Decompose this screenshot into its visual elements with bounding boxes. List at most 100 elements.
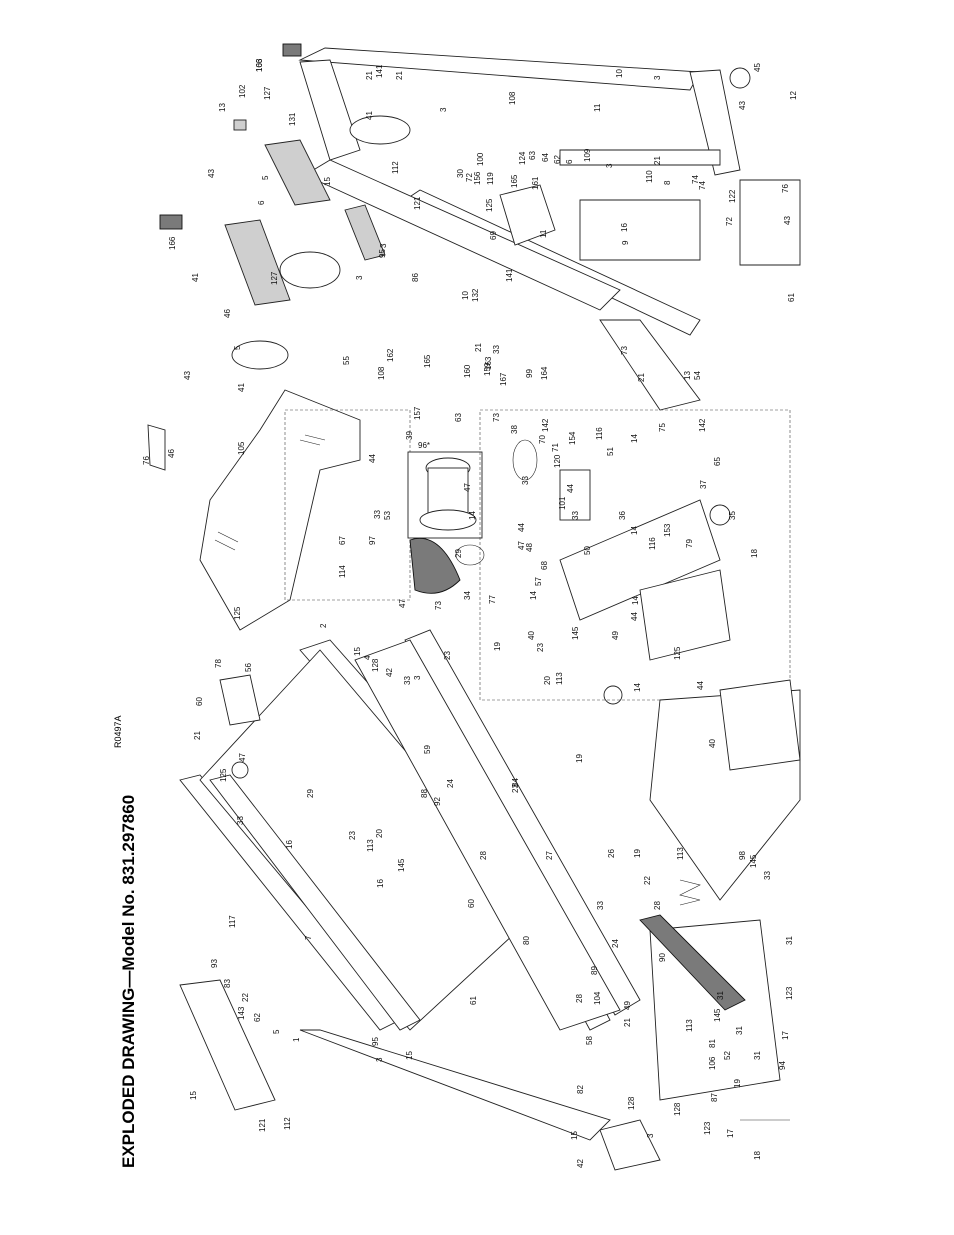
hood-cover-16 bbox=[719, 679, 801, 771]
part-callout: 26 bbox=[607, 849, 616, 858]
part-callout: 30 bbox=[456, 169, 465, 178]
part-callout: 5 bbox=[272, 1029, 281, 1034]
part-callout: 1 bbox=[292, 1037, 301, 1042]
wheel-29-left bbox=[603, 685, 623, 705]
part-callout: 3 bbox=[653, 75, 662, 80]
part-callout: 79 bbox=[685, 539, 694, 548]
part-callout: 73 bbox=[434, 601, 443, 610]
part-callout: 104 bbox=[593, 991, 602, 1005]
part-callout: 83 bbox=[223, 979, 232, 988]
part-callout: 49 bbox=[611, 631, 620, 640]
plate-41-mid bbox=[279, 251, 341, 289]
part-callout: 128 bbox=[673, 1102, 682, 1116]
part-callout: 23 bbox=[348, 831, 357, 840]
part-callout: 42 bbox=[576, 1159, 585, 1168]
part-callout: 113 bbox=[366, 839, 375, 852]
part-callout: 33 bbox=[403, 676, 412, 685]
part-callout: 19 bbox=[493, 642, 502, 651]
part-callout: 121 bbox=[413, 196, 422, 210]
part-callout: 43 bbox=[207, 169, 216, 178]
part-callout: 37 bbox=[699, 480, 708, 489]
leg-76 bbox=[599, 319, 701, 411]
upright-left-bend bbox=[299, 59, 361, 161]
part-callout: 71 bbox=[551, 443, 560, 452]
part-callout: 145 bbox=[749, 854, 758, 868]
part-callout: 103 bbox=[255, 58, 264, 72]
part-callout: 33 bbox=[596, 901, 605, 910]
part-callout: 27 bbox=[545, 851, 554, 860]
part-callout: 61 bbox=[469, 996, 478, 1005]
part-callout: 13 bbox=[218, 103, 227, 112]
part-callout: 89 bbox=[590, 966, 599, 975]
part-callout: 75 bbox=[658, 423, 667, 432]
part-callout: 54 bbox=[693, 371, 702, 380]
handgrip-132 bbox=[224, 219, 291, 306]
part-callout: 33 bbox=[521, 476, 530, 485]
part-callout: 10 bbox=[615, 69, 624, 78]
part-callout: 21 bbox=[365, 71, 374, 80]
part-callout: 102 bbox=[238, 84, 247, 98]
part-callout: 95 bbox=[371, 1037, 380, 1046]
part-callout: 88 bbox=[420, 789, 429, 798]
bracket-105 bbox=[147, 424, 166, 471]
part-callout: 29 bbox=[454, 549, 463, 558]
part-callout: 48 bbox=[525, 543, 534, 552]
part-callout: 22 bbox=[643, 876, 652, 885]
part-callout: 98 bbox=[738, 851, 747, 860]
cross-bar bbox=[559, 149, 721, 166]
part-callout: 70 bbox=[538, 435, 547, 444]
part-callout: 28 bbox=[575, 994, 584, 1003]
part-callout: 2 bbox=[319, 623, 328, 628]
part-callout: 11 bbox=[539, 229, 548, 238]
part-callout: 165 bbox=[423, 354, 432, 368]
lift-frame-79 bbox=[559, 499, 721, 621]
part-callout: 109 bbox=[583, 148, 592, 162]
part-callout: 3 bbox=[355, 275, 364, 280]
upright-frame bbox=[159, 43, 801, 411]
pad-166-left bbox=[159, 214, 183, 230]
part-callout: 47 bbox=[517, 541, 526, 550]
part-callout: 19 bbox=[633, 849, 642, 858]
part-callout: 90 bbox=[658, 953, 667, 962]
hood-63 bbox=[199, 389, 361, 631]
motor-detail: 96* bbox=[407, 441, 483, 539]
part-callout: 80 bbox=[522, 936, 531, 945]
handgrip-131 bbox=[264, 139, 331, 206]
part-callout: 74 bbox=[691, 175, 700, 184]
part-callout: 15 bbox=[570, 1131, 579, 1140]
part-callout: 61 bbox=[787, 293, 796, 302]
part-callout: 41 bbox=[191, 273, 200, 282]
part-callout: 3 bbox=[413, 675, 422, 680]
part-callout: 156 bbox=[473, 171, 482, 185]
part-callout: 20 bbox=[543, 676, 552, 685]
part-callout: 143 bbox=[237, 1006, 246, 1020]
part-callout: 18 bbox=[753, 1151, 762, 1160]
part-callout: 16 bbox=[620, 223, 629, 232]
top-rail bbox=[298, 47, 701, 91]
part-callout: 16 bbox=[285, 840, 294, 849]
part-callout: 21 bbox=[637, 373, 646, 382]
part-callout: 121 bbox=[258, 1118, 267, 1132]
part-callout: 145 bbox=[571, 626, 580, 640]
part-callout: 166 bbox=[255, 58, 264, 72]
part-callout: 145 bbox=[713, 1008, 722, 1022]
part-callout: 94 bbox=[778, 1061, 787, 1070]
part-callout: 97 bbox=[368, 536, 377, 545]
motor-mount-69 bbox=[499, 184, 556, 246]
wheel-45 bbox=[729, 67, 751, 89]
part-callout: 5 bbox=[233, 345, 242, 350]
part-callout: 127 bbox=[270, 271, 279, 285]
part-callout: 33 bbox=[236, 816, 245, 825]
part-callout: 124 bbox=[518, 151, 527, 165]
part-callout: 62 bbox=[253, 1013, 262, 1022]
part-callout: 82 bbox=[576, 1085, 585, 1094]
part-callout: 14 bbox=[633, 683, 642, 692]
part-callout: 15 bbox=[189, 1091, 198, 1100]
part-callout: 62 bbox=[553, 155, 562, 164]
wheel-29-right bbox=[709, 504, 731, 526]
part-callout: 3 bbox=[605, 163, 614, 168]
part-callout: 6 bbox=[257, 200, 266, 205]
part-callout: 65 bbox=[713, 457, 722, 466]
bracket-42-top bbox=[219, 674, 261, 726]
